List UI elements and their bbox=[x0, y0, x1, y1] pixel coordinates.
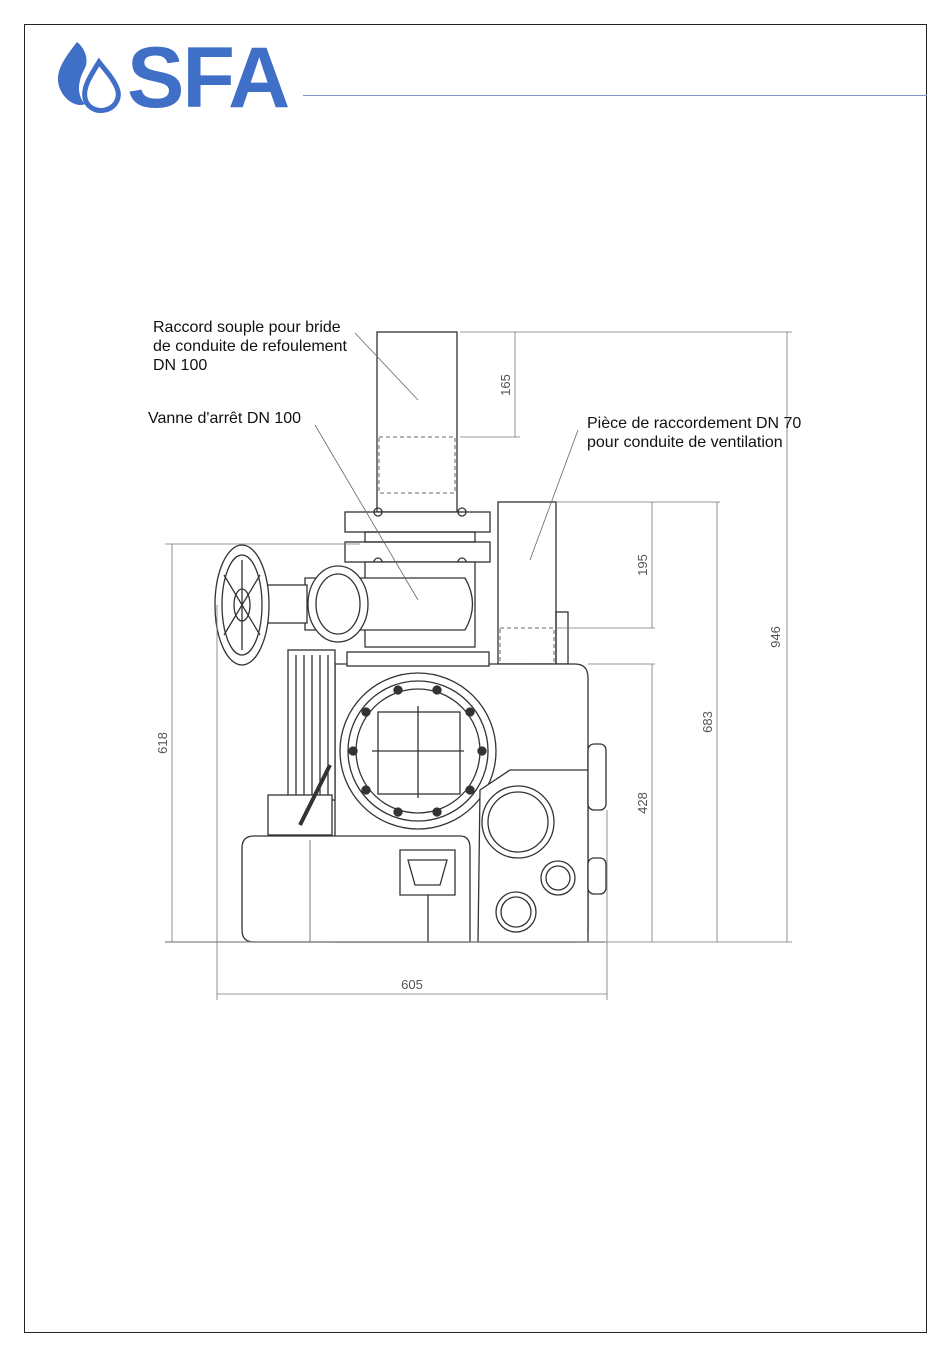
lower-tank bbox=[242, 836, 470, 942]
label-flex-line3: DN 100 bbox=[153, 356, 347, 375]
dim-165: 165 bbox=[498, 374, 513, 396]
label-flex-connector: Raccord souple pour bride de conduite de… bbox=[153, 318, 347, 375]
valve-bonnet bbox=[308, 566, 368, 642]
dim-618: 618 bbox=[155, 732, 170, 754]
dim-683: 683 bbox=[700, 711, 715, 733]
dim-195: 195 bbox=[635, 554, 650, 576]
label-vent-line2: pour conduite de ventilation bbox=[587, 433, 801, 452]
label-shutoff-valve: Vanne d'arrêt DN 100 bbox=[148, 409, 301, 428]
label-flex-line1: Raccord souple pour bride bbox=[153, 318, 347, 337]
upper-flange bbox=[345, 512, 490, 532]
dim-946: 946 bbox=[768, 626, 783, 648]
inlet-bottom bbox=[496, 892, 536, 932]
label-flex-line2: de conduite de refoulement bbox=[153, 337, 347, 356]
flange-spacer bbox=[365, 532, 475, 542]
label-vent-connector: Pièce de raccordement DN 70 pour conduit… bbox=[587, 414, 801, 452]
discharge-pipe bbox=[377, 332, 457, 512]
dim-428: 428 bbox=[635, 792, 650, 814]
dim-605: 605 bbox=[401, 977, 423, 992]
inlet-large bbox=[482, 786, 554, 858]
lower-flange bbox=[345, 542, 490, 562]
label-vent-line1: Pièce de raccordement DN 70 bbox=[587, 414, 801, 433]
vent-pipe bbox=[498, 502, 556, 664]
